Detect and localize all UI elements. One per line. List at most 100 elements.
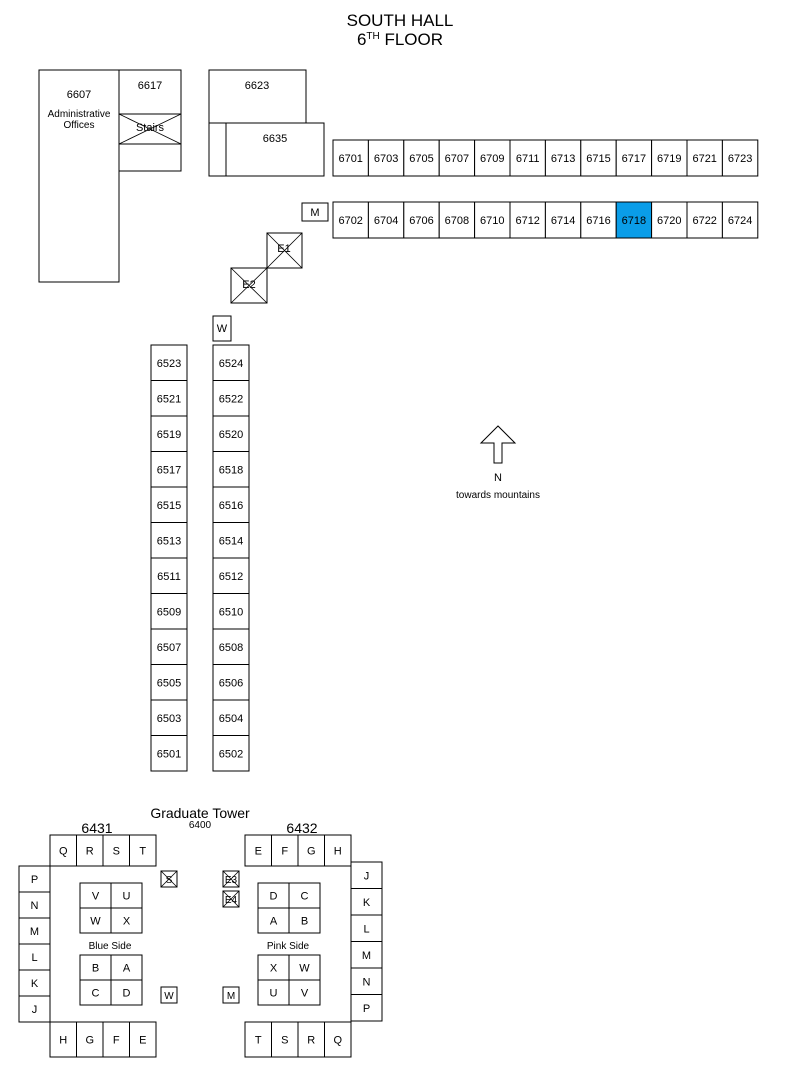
tower-left-side-P[interactable]: P [18, 865, 51, 893]
room-6501[interactable]: 6501 [150, 735, 188, 772]
room-6507[interactable]: 6507 [150, 628, 188, 665]
room-6721[interactable]: 6721 [686, 139, 723, 177]
tower-left-side-M[interactable]: M [18, 917, 51, 945]
room-6512[interactable]: 6512 [212, 557, 250, 594]
tower-left-side-L[interactable]: L [18, 943, 51, 971]
tower-left-bottom-E[interactable]: E [129, 1021, 157, 1058]
tower-right-bottom-Q[interactable]: Q [324, 1021, 352, 1058]
blue-grid-bottom-B[interactable]: B [79, 954, 112, 981]
room-m-top[interactable]: M [301, 202, 329, 222]
room-6635[interactable]: 6635 [225, 122, 325, 177]
room-6724[interactable]: 6724 [721, 201, 759, 239]
room-6707[interactable]: 6707 [438, 139, 476, 177]
room-6701[interactable]: 6701 [332, 139, 369, 177]
room-6508[interactable]: 6508 [212, 628, 250, 665]
blue-grid-bottom-D[interactable]: D [110, 979, 143, 1006]
room-m-tower[interactable]: M [222, 986, 240, 1004]
tower-left-side-J[interactable]: J [18, 995, 51, 1023]
room-6705[interactable]: 6705 [403, 139, 440, 177]
room-6715[interactable]: 6715 [580, 139, 617, 177]
blue-grid-top-V[interactable]: V [79, 882, 112, 909]
room-6716[interactable]: 6716 [580, 201, 617, 239]
room-6706[interactable]: 6706 [403, 201, 440, 239]
room-6523[interactable]: 6523 [150, 344, 188, 381]
room-6511[interactable]: 6511 [150, 557, 188, 594]
room-6515[interactable]: 6515 [150, 486, 188, 523]
pink-grid-bottom-X[interactable]: X [257, 954, 290, 981]
elevator-e4[interactable]: E4 [222, 890, 240, 908]
tower-right-side-M[interactable]: M [350, 941, 383, 969]
tower-right-bottom-R[interactable]: R [297, 1021, 325, 1058]
room-6517[interactable]: 6517 [150, 451, 188, 488]
pink-grid-top-A[interactable]: A [257, 907, 290, 934]
tower-right-side-L[interactable]: L [350, 914, 383, 942]
room-6617[interactable]: 6617 [118, 69, 182, 115]
pink-grid-top-C[interactable]: C [288, 882, 321, 909]
room-6514[interactable]: 6514 [212, 522, 250, 559]
blue-grid-bottom-C[interactable]: C [79, 979, 112, 1006]
room-6521[interactable]: 6521 [150, 380, 188, 417]
room-6710[interactable]: 6710 [474, 201, 511, 239]
tower-left-bottom-G[interactable]: G [76, 1021, 104, 1058]
room-6704[interactable]: 6704 [367, 201, 405, 239]
tower-right-top-E[interactable]: E [244, 834, 272, 867]
tower-left-bottom-H[interactable]: H [49, 1021, 77, 1058]
tower-right-side-P[interactable]: P [350, 994, 383, 1022]
room-6516[interactable]: 6516 [212, 486, 250, 523]
tower-left-top-Q[interactable]: Q [49, 834, 77, 867]
room-6623[interactable]: 6623 [208, 69, 307, 124]
stairs[interactable]: Stairs [118, 113, 182, 145]
tower-left-top-S[interactable]: S [102, 834, 130, 867]
tower-left-side-N[interactable]: N [18, 891, 51, 919]
pink-grid-top-B[interactable]: B [288, 907, 321, 934]
pink-grid-bottom-V[interactable]: V [288, 979, 321, 1006]
room-s-tower[interactable]: S [160, 870, 178, 888]
room-6712[interactable]: 6712 [509, 201, 546, 239]
elevator-e1[interactable]: E1 [266, 232, 303, 269]
tower-right-side-J[interactable]: J [350, 861, 383, 889]
blue-grid-top-W[interactable]: W [79, 907, 112, 934]
room-6519[interactable]: 6519 [150, 415, 188, 452]
pink-grid-top-D[interactable]: D [257, 882, 290, 909]
room-6522[interactable]: 6522 [212, 380, 250, 417]
room-6720[interactable]: 6720 [651, 201, 688, 239]
room-6503[interactable]: 6503 [150, 699, 188, 736]
pink-grid-bottom-W[interactable]: W [288, 954, 321, 981]
room-6722[interactable]: 6722 [686, 201, 723, 239]
room-6524[interactable]: 6524 [212, 344, 250, 381]
tower-left-top-R[interactable]: R [76, 834, 104, 867]
room-w-top[interactable]: W [212, 315, 232, 342]
tower-right-top-G[interactable]: G [297, 834, 325, 867]
tower-right-top-H[interactable]: H [324, 834, 352, 867]
room-6702[interactable]: 6702 [332, 201, 369, 239]
pink-grid-bottom-U[interactable]: U [257, 979, 290, 1006]
tower-right-side-K[interactable]: K [350, 888, 383, 916]
room-6518[interactable]: 6518 [212, 451, 250, 488]
elevator-e3[interactable]: E3 [222, 870, 240, 888]
tower-right-top-F[interactable]: F [271, 834, 299, 867]
room-6713[interactable]: 6713 [544, 139, 582, 177]
room-6506[interactable]: 6506 [212, 664, 250, 701]
blue-grid-bottom-A[interactable]: A [110, 954, 143, 981]
room-6718[interactable]: 6718 [615, 201, 653, 239]
room-6703[interactable]: 6703 [367, 139, 405, 177]
tower-right-bottom-T[interactable]: T [244, 1021, 272, 1058]
tower-left-side-K[interactable]: K [18, 969, 51, 997]
room-6607-administrative-offices[interactable]: 6607 Administrative Offices [38, 69, 120, 283]
room-6504[interactable]: 6504 [212, 699, 250, 736]
blue-grid-top-X[interactable]: X [110, 907, 143, 934]
room-6717[interactable]: 6717 [615, 139, 653, 177]
tower-left-bottom-F[interactable]: F [102, 1021, 130, 1058]
room-6719[interactable]: 6719 [651, 139, 688, 177]
room-6711[interactable]: 6711 [509, 139, 546, 177]
tower-right-side-N[interactable]: N [350, 967, 383, 995]
room-6505[interactable]: 6505 [150, 664, 188, 701]
room-6502[interactable]: 6502 [212, 735, 250, 772]
room-6708[interactable]: 6708 [438, 201, 476, 239]
room-6520[interactable]: 6520 [212, 415, 250, 452]
room-6509[interactable]: 6509 [150, 593, 188, 630]
room-6513[interactable]: 6513 [150, 522, 188, 559]
blue-grid-top-U[interactable]: U [110, 882, 143, 909]
tower-right-bottom-S[interactable]: S [271, 1021, 299, 1058]
room-6714[interactable]: 6714 [544, 201, 582, 239]
